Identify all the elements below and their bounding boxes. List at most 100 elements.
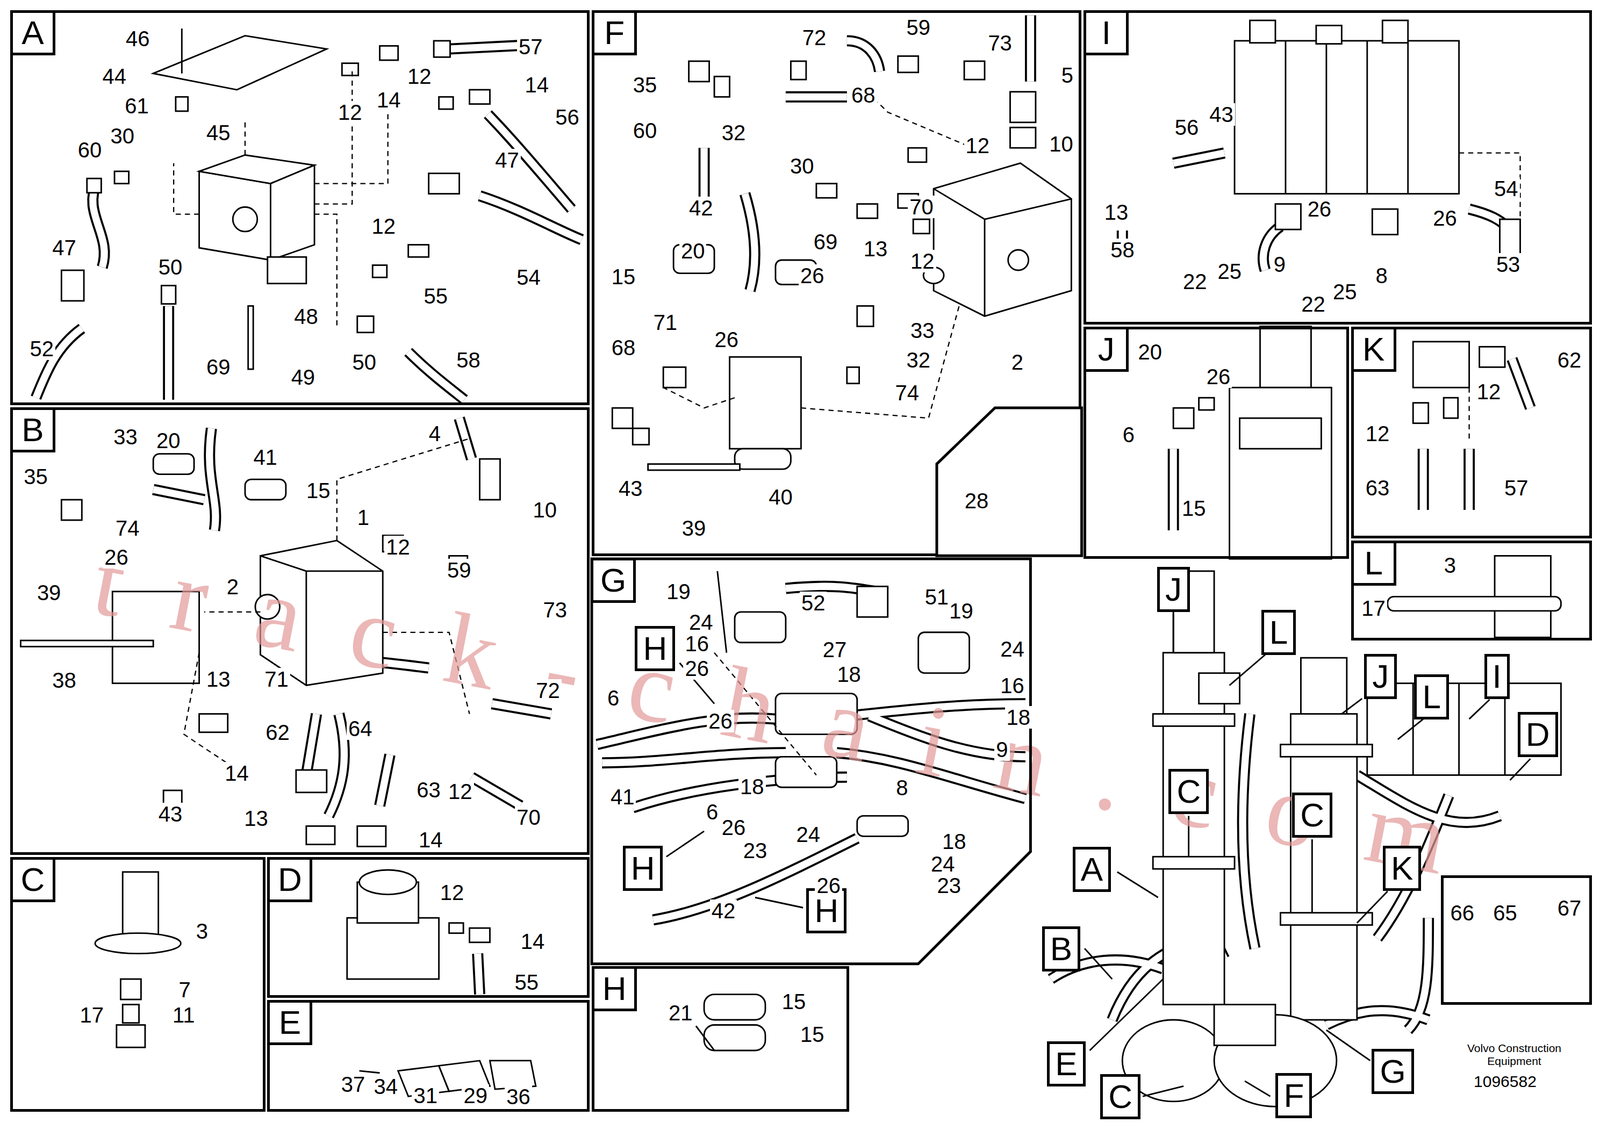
callout-number: 22 bbox=[1181, 270, 1209, 293]
part-shape bbox=[1407, 40, 1409, 195]
callout-number: 72 bbox=[800, 26, 829, 49]
panel-letter: C bbox=[1171, 771, 1207, 812]
callout-number: 39 bbox=[680, 517, 708, 540]
part-shape bbox=[696, 1025, 715, 1051]
detail-panel: D bbox=[267, 857, 590, 999]
part-shape bbox=[175, 96, 189, 112]
callout-number: 25 bbox=[1216, 260, 1244, 283]
callout-number: 42 bbox=[687, 196, 715, 220]
part-shape bbox=[199, 171, 271, 261]
callout-letter-box: F bbox=[1275, 1073, 1312, 1119]
part-shape bbox=[704, 1025, 766, 1051]
callout-number: 58 bbox=[454, 348, 483, 372]
callout-number: 14 bbox=[417, 828, 445, 852]
part-shape bbox=[908, 147, 927, 163]
part-shape bbox=[270, 164, 315, 261]
part-shape bbox=[898, 55, 919, 73]
callout-number: 30 bbox=[109, 124, 137, 148]
callout-number: 47 bbox=[50, 236, 78, 260]
callout-number: 15 bbox=[304, 479, 333, 502]
callout-number: 24 bbox=[687, 611, 715, 634]
callout-letter-box: H bbox=[622, 845, 664, 892]
callout-number: 5 bbox=[1059, 63, 1075, 87]
detail-panel: I bbox=[1083, 10, 1592, 325]
part-shape bbox=[122, 1005, 139, 1024]
part-shape bbox=[87, 178, 102, 193]
callout-number: 54 bbox=[514, 266, 543, 289]
part-shape bbox=[232, 206, 258, 232]
leader-line bbox=[1229, 655, 1266, 686]
callout-letter-box: B bbox=[1042, 926, 1081, 972]
callout-number: 60 bbox=[76, 138, 104, 162]
callout-number: 30 bbox=[788, 154, 816, 178]
dashed-leader bbox=[800, 305, 959, 419]
callout-letter-box: K bbox=[1382, 845, 1422, 892]
callout-number: 58 bbox=[1108, 238, 1137, 262]
callout-number: 56 bbox=[1173, 116, 1201, 139]
part-shape bbox=[1316, 25, 1342, 44]
panel-letter: I bbox=[1083, 10, 1129, 56]
callout-number: 27 bbox=[821, 638, 849, 662]
callout-number: 50 bbox=[350, 350, 379, 374]
panel-border bbox=[936, 407, 1082, 556]
callout-number: 17 bbox=[78, 1003, 106, 1027]
callout-number: 10 bbox=[531, 498, 559, 522]
callout-number: 43 bbox=[156, 802, 185, 826]
leader-line bbox=[1084, 948, 1112, 980]
part-shape bbox=[734, 448, 791, 470]
callout-number: 8 bbox=[894, 776, 910, 800]
callout-number: 31 bbox=[411, 1084, 440, 1108]
panel-letter: I bbox=[1487, 656, 1508, 697]
callout-number: 12 bbox=[405, 65, 434, 88]
callout-number: 15 bbox=[610, 265, 638, 289]
callout-number: 26 bbox=[1306, 197, 1334, 221]
part-shape bbox=[1479, 346, 1505, 368]
callout-number: 43 bbox=[616, 477, 645, 500]
panel-letter: H bbox=[808, 891, 844, 931]
callout-number: 57 bbox=[517, 35, 545, 59]
leader-line bbox=[666, 831, 705, 857]
callout-letter-box: J bbox=[1364, 654, 1397, 700]
panel-letter: C bbox=[1294, 795, 1330, 836]
panel-letter: B bbox=[10, 407, 56, 453]
callout-number: 3 bbox=[194, 920, 210, 943]
callout-number: 12 bbox=[384, 535, 412, 559]
part-shape bbox=[689, 61, 710, 82]
callout-number: 18 bbox=[738, 775, 766, 799]
part-shape bbox=[704, 994, 766, 1021]
part-shape bbox=[1382, 20, 1408, 43]
panel-border bbox=[591, 558, 1031, 965]
leader-line bbox=[1326, 1030, 1371, 1061]
part-shape bbox=[428, 173, 460, 195]
callout-number: 39 bbox=[35, 581, 63, 605]
callout-number: 20 bbox=[679, 239, 707, 263]
hose-line bbox=[36, 15, 1531, 1031]
panel-letter: F bbox=[1278, 1075, 1310, 1116]
dashed-leader bbox=[1459, 153, 1521, 220]
callout-number: 14 bbox=[519, 930, 547, 953]
leader-line bbox=[1172, 614, 1175, 654]
part-shape bbox=[1372, 209, 1398, 235]
callout-number: 11 bbox=[170, 1003, 197, 1027]
callout-number: 72 bbox=[534, 679, 562, 702]
detail-panel: A bbox=[10, 10, 590, 406]
part-shape bbox=[1443, 397, 1459, 419]
callout-number: 14 bbox=[375, 88, 403, 112]
callout-number: 49 bbox=[289, 366, 318, 389]
leader-line bbox=[1469, 699, 1490, 720]
callout-number: 13 bbox=[1102, 201, 1131, 224]
part-shape bbox=[734, 612, 786, 643]
part-shape bbox=[1229, 387, 1332, 559]
callout-letter-box: C bbox=[1168, 769, 1209, 815]
panel-letter: E bbox=[1049, 1044, 1083, 1085]
part-shape bbox=[1366, 40, 1368, 195]
callout-number: 26 bbox=[706, 709, 735, 733]
part-shape bbox=[1260, 326, 1312, 388]
callout-number: 69 bbox=[204, 355, 233, 379]
callout-number: 9 bbox=[1272, 253, 1288, 276]
panel-letter: G bbox=[590, 557, 636, 604]
part-shape bbox=[1412, 683, 1415, 776]
part-shape bbox=[61, 270, 84, 301]
part-shape bbox=[1412, 341, 1469, 388]
callout-number: 26 bbox=[720, 816, 748, 839]
